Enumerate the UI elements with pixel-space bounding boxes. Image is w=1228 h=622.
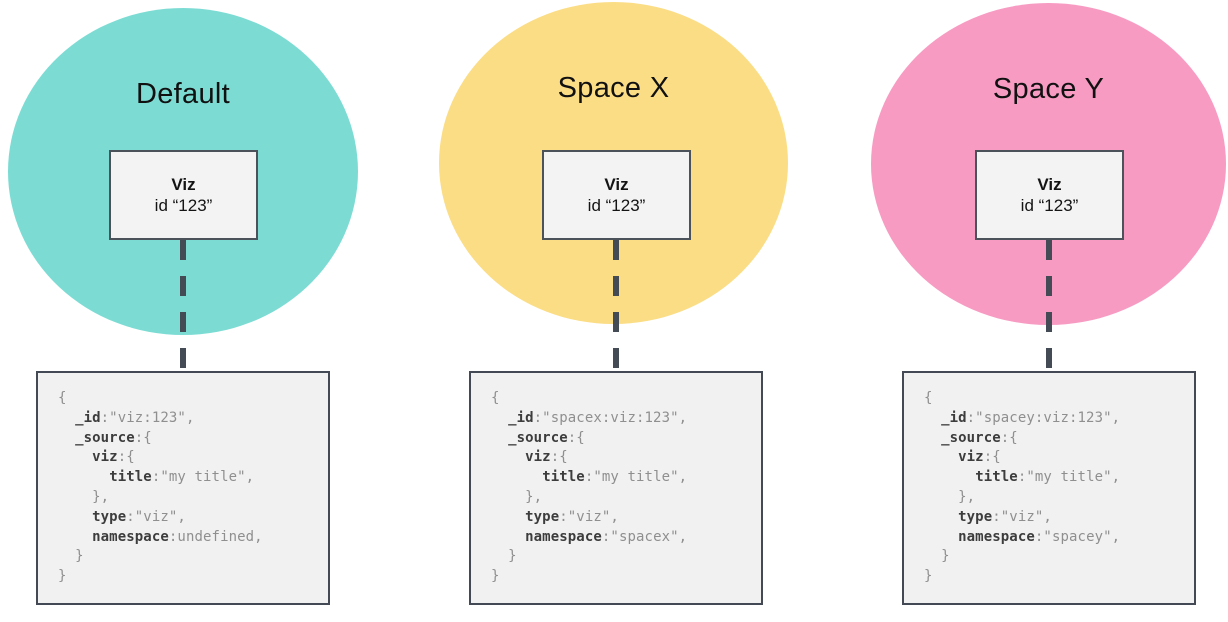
code-line: { — [924, 390, 933, 406]
code-line: _id:"spacey:viz:123", — [941, 409, 1121, 426]
code-line: namespace:"spacey", — [958, 528, 1121, 545]
space-x-document-code-block: { _id:"spacex:viz:123", _source:{ viz:{ … — [469, 371, 763, 605]
default-space-title: Default — [136, 78, 230, 110]
space-x-title: Space X — [557, 72, 670, 104]
code-line: }, — [92, 488, 110, 505]
space-y-connector-dashed-line — [1046, 240, 1052, 377]
code-line: title:"my title", — [975, 469, 1121, 486]
code-line: { — [491, 390, 500, 406]
code-line: } — [924, 568, 933, 585]
viz-box-label: Viz — [1037, 175, 1062, 194]
code-line: }, — [525, 488, 543, 505]
code-line: _id:"spacex:viz:123", — [508, 409, 688, 426]
code-line: }, — [958, 488, 976, 505]
default-viz-box: Viz id “123” — [109, 150, 258, 240]
code-line: } — [58, 568, 67, 585]
code-line: namespace:undefined, — [92, 528, 263, 545]
code-line: _id:"viz:123", — [75, 409, 195, 426]
default-document-code-block: { _id:"viz:123", _source:{ viz:{ title:"… — [36, 371, 330, 605]
space-x-connector-dashed-line — [613, 240, 619, 377]
code-line: _source:{ — [75, 429, 152, 446]
code-line: viz:{ — [525, 449, 568, 466]
code-line: } — [941, 548, 950, 565]
code-line: _source:{ — [941, 429, 1018, 446]
space-x-viz-box: Viz id “123” — [542, 150, 691, 240]
code-line: title:"my title", — [542, 469, 688, 486]
code-line: viz:{ — [958, 449, 1001, 466]
code-line: _source:{ — [508, 429, 585, 446]
code-line: } — [491, 568, 500, 585]
code-line: type:"viz", — [525, 508, 619, 525]
space-y-viz-box: Viz id “123” — [975, 150, 1124, 240]
space-y-document-code-block: { _id:"spacey:viz:123", _source:{ viz:{ … — [902, 371, 1196, 605]
code-line: } — [75, 548, 84, 565]
space-y-title: Space Y — [992, 73, 1105, 105]
viz-box-id: id “123” — [1020, 196, 1079, 215]
code-line: } — [508, 548, 517, 565]
code-line: namespace:"spacex", — [525, 528, 688, 545]
code-line: type:"viz", — [958, 508, 1052, 525]
code-line: title:"my title", — [109, 469, 255, 486]
viz-box-label: Viz — [604, 175, 629, 194]
code-line: type:"viz", — [92, 508, 186, 525]
default-connector-dashed-line — [180, 240, 186, 377]
viz-box-label: Viz — [171, 175, 196, 194]
code-line: viz:{ — [92, 449, 135, 466]
viz-box-id: id “123” — [587, 196, 646, 215]
viz-box-id: id “123” — [154, 196, 213, 215]
code-line: { — [58, 390, 67, 406]
